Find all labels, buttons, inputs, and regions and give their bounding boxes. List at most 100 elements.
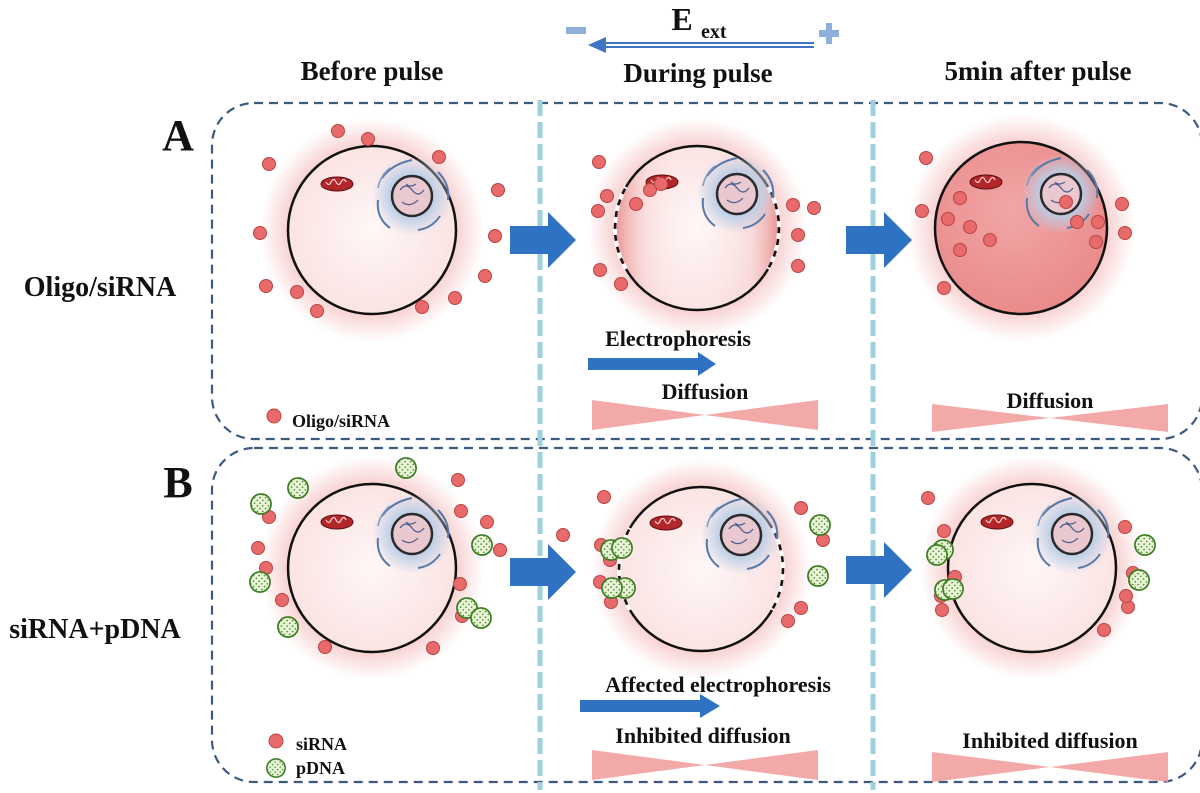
nucleus-icon — [695, 152, 779, 236]
particle-oligo-icon — [1097, 623, 1111, 637]
negative-electrode-icon — [566, 27, 586, 34]
electrophoresis-arrow-icon — [588, 352, 716, 376]
mitochondrion-icon — [320, 514, 354, 530]
particle-oligo-icon — [919, 151, 933, 165]
process-arrow-icon — [510, 544, 576, 600]
particle-oligo-icon — [556, 528, 570, 542]
particle-oligo-icon — [1059, 195, 1073, 209]
diffusion-wedge-right — [705, 400, 818, 430]
particle-pdna-icon — [277, 616, 299, 638]
panel-a-letter: A — [162, 111, 194, 160]
particle-oligo-icon — [629, 197, 643, 211]
inhibited-wedge-left-after — [932, 752, 1050, 782]
particle-oligo-icon — [310, 304, 324, 318]
particle-layer — [249, 124, 1156, 655]
diffusion-label-during: Diffusion — [662, 379, 749, 404]
mitochondrion-icon — [969, 174, 1003, 190]
particle-oligo-icon — [493, 543, 507, 557]
particle-oligo-icon — [937, 524, 951, 538]
particle-oligo-icon — [491, 183, 505, 197]
particle-oligo-icon — [275, 593, 289, 607]
particle-oligo-icon — [266, 408, 282, 424]
electrophoresis-arrow-icon — [580, 694, 720, 718]
diffusion-wedge-left-after — [932, 404, 1050, 432]
inhibited-diffusion-label-during: Inhibited diffusion — [615, 723, 790, 748]
particle-oligo-icon — [593, 263, 607, 277]
particle-oligo-icon — [1091, 215, 1105, 229]
particle-oligo-icon — [251, 541, 265, 555]
diffusion-wedge-left — [592, 400, 705, 430]
particle-pdna-icon — [611, 537, 633, 559]
particle-pdna-icon — [395, 457, 417, 479]
column-header-during: During pulse — [623, 58, 772, 88]
particle-pdna-icon — [266, 758, 286, 778]
particle-oligo-icon — [591, 204, 605, 218]
particle-oligo-icon — [953, 191, 967, 205]
diffusion-label-after: Diffusion — [1007, 388, 1094, 413]
particle-pdna-icon — [287, 477, 309, 499]
particle-oligo-icon — [921, 491, 935, 505]
particle-oligo-icon — [331, 124, 345, 138]
particle-oligo-icon — [807, 201, 821, 215]
nucleus-icon — [699, 493, 783, 577]
column-header-after: 5min after pulse — [945, 56, 1132, 86]
particle-pdna-icon — [942, 578, 964, 600]
particle-pdna-icon — [250, 493, 272, 515]
field-header: E ext — [566, 1, 839, 53]
inhibited-wedge-right — [705, 750, 818, 780]
particle-pdna-icon — [1134, 534, 1156, 556]
positive-electrode-icon — [819, 23, 839, 44]
particle-oligo-icon — [1115, 197, 1129, 211]
particle-oligo-icon — [600, 189, 614, 203]
particle-pdna-icon — [470, 607, 492, 629]
inhibited-diffusion-label-after: Inhibited diffusion — [962, 728, 1137, 753]
nucleus-icon — [370, 154, 454, 238]
legend-pdna-label: pDNA — [296, 758, 345, 778]
particle-oligo-icon — [592, 155, 606, 169]
field-arrow-icon — [588, 37, 814, 53]
particle-oligo-icon — [794, 601, 808, 615]
particle-oligo-icon — [953, 243, 967, 257]
particle-oligo-icon — [259, 279, 273, 293]
field-label: E — [671, 1, 692, 37]
particle-oligo-icon — [614, 277, 628, 291]
particle-oligo-icon — [915, 204, 929, 218]
particle-oligo-icon — [253, 226, 267, 240]
particle-oligo-icon — [935, 603, 949, 617]
nucleus-icon — [370, 492, 454, 576]
particle-oligo-icon — [262, 157, 276, 171]
particle-oligo-icon — [1118, 520, 1132, 534]
legend-sirna-label: siRNA — [296, 734, 347, 754]
cell-a-before — [260, 118, 484, 342]
cell-a-after — [907, 114, 1135, 342]
particle-oligo-icon — [290, 285, 304, 299]
nucleus-icon — [1030, 492, 1114, 576]
inhibited-wedge-left — [592, 750, 705, 780]
particle-pdna-icon — [249, 571, 271, 593]
mitochondrion-icon — [320, 176, 354, 192]
particle-pdna-icon — [807, 565, 829, 587]
panel-b-frame — [210, 446, 1200, 784]
cell-b-during — [591, 459, 811, 679]
process-arrow-icon — [846, 542, 912, 598]
diffusion-wedge-right-after — [1050, 404, 1168, 432]
nucleus-icon — [1019, 152, 1103, 236]
panel-b-letter: B — [163, 458, 192, 507]
particle-oligo-icon — [781, 614, 795, 628]
particle-oligo-icon — [786, 198, 800, 212]
electrophoresis-label: Electrophoresis — [605, 326, 751, 351]
particle-pdna-icon — [809, 514, 831, 536]
particle-oligo-icon — [941, 212, 955, 226]
particle-oligo-icon — [361, 132, 375, 146]
particle-oligo-icon — [415, 300, 429, 314]
field-subscript: ext — [701, 21, 727, 43]
mitochondrion-icon — [980, 514, 1014, 530]
particle-oligo-icon — [597, 490, 611, 504]
particle-oligo-icon — [451, 473, 465, 487]
affected-electrophoresis-label: Affected electrophoresis — [605, 672, 831, 697]
process-arrow-icon — [846, 212, 912, 268]
particle-oligo-icon — [643, 183, 657, 197]
panel-b-row-label: siRNA+pDNA — [9, 614, 181, 645]
particle-oligo-icon — [1119, 589, 1133, 603]
